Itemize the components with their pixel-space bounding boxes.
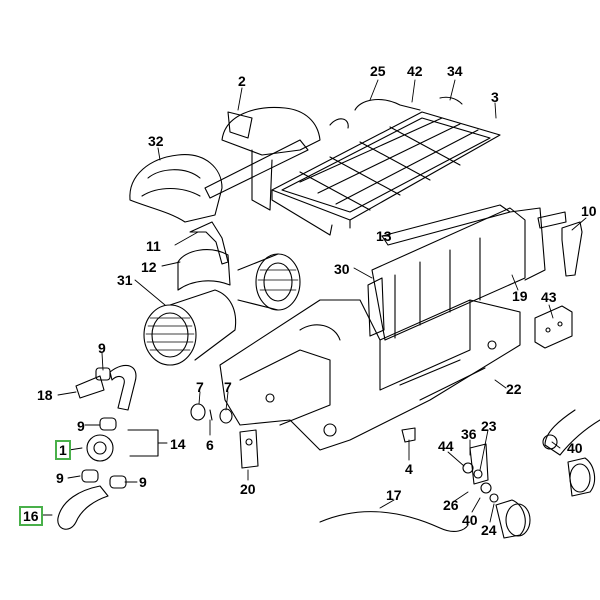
- callout-9[interactable]: 9: [56, 470, 64, 486]
- control-cable: [319, 511, 469, 532]
- part-4: [401, 427, 416, 443]
- part-20: [239, 429, 259, 469]
- callout-2[interactable]: 2: [238, 73, 246, 89]
- filter-grid: [271, 96, 501, 236]
- callout-40[interactable]: 40: [462, 512, 478, 528]
- callout-31[interactable]: 31: [117, 272, 133, 288]
- callout-9[interactable]: 9: [77, 418, 85, 434]
- callout-30[interactable]: 30: [334, 261, 350, 277]
- hose-fittings: [57, 364, 159, 530]
- callout-14[interactable]: 14: [170, 436, 186, 452]
- actuator-assembly: [462, 409, 600, 539]
- bracket-43: [534, 305, 573, 349]
- callout-6[interactable]: 6: [206, 437, 214, 453]
- blower-wheels: [143, 253, 301, 366]
- callout-16[interactable]: 16: [19, 506, 43, 526]
- callout-24[interactable]: 24: [481, 522, 497, 538]
- callout-20[interactable]: 20: [240, 481, 256, 497]
- callout-34[interactable]: 34: [447, 63, 463, 79]
- scroll-cover: [129, 154, 223, 223]
- callout-7[interactable]: 7: [224, 379, 232, 395]
- heater-core: [367, 204, 567, 341]
- callout-42[interactable]: 42: [407, 63, 423, 79]
- half-shell: [177, 249, 231, 291]
- callout-11[interactable]: 11: [146, 238, 161, 254]
- callout-12[interactable]: 12: [141, 259, 157, 275]
- leader-lines: [37, 79, 587, 523]
- callout-4[interactable]: 4: [405, 461, 413, 477]
- callout-10[interactable]: 10: [581, 203, 597, 219]
- callout-7[interactable]: 7: [196, 379, 204, 395]
- callout-22[interactable]: 22: [506, 381, 522, 397]
- callout-44[interactable]: 44: [438, 438, 454, 454]
- callout-43[interactable]: 43: [541, 289, 557, 305]
- callout-26[interactable]: 26: [443, 497, 459, 513]
- callout-9[interactable]: 9: [98, 340, 106, 356]
- main-housing: [219, 299, 521, 451]
- part-10: [561, 221, 583, 277]
- small-fasteners: [190, 403, 233, 424]
- callout-32[interactable]: 32: [148, 133, 164, 149]
- callout-1[interactable]: 1: [55, 440, 71, 460]
- callout-36[interactable]: 36: [461, 426, 477, 442]
- callout-25[interactable]: 25: [370, 63, 386, 79]
- callout-18[interactable]: 18: [37, 387, 53, 403]
- callout-19[interactable]: 19: [512, 288, 528, 304]
- clip-bracket: [189, 221, 229, 265]
- callout-13[interactable]: 13: [376, 228, 392, 244]
- callout-23[interactable]: 23: [481, 418, 497, 434]
- upper-cover: [204, 106, 321, 211]
- callout-40[interactable]: 40: [567, 440, 583, 456]
- callout-3[interactable]: 3: [491, 89, 499, 105]
- callout-17[interactable]: 17: [386, 487, 402, 503]
- callout-9[interactable]: 9: [139, 474, 147, 490]
